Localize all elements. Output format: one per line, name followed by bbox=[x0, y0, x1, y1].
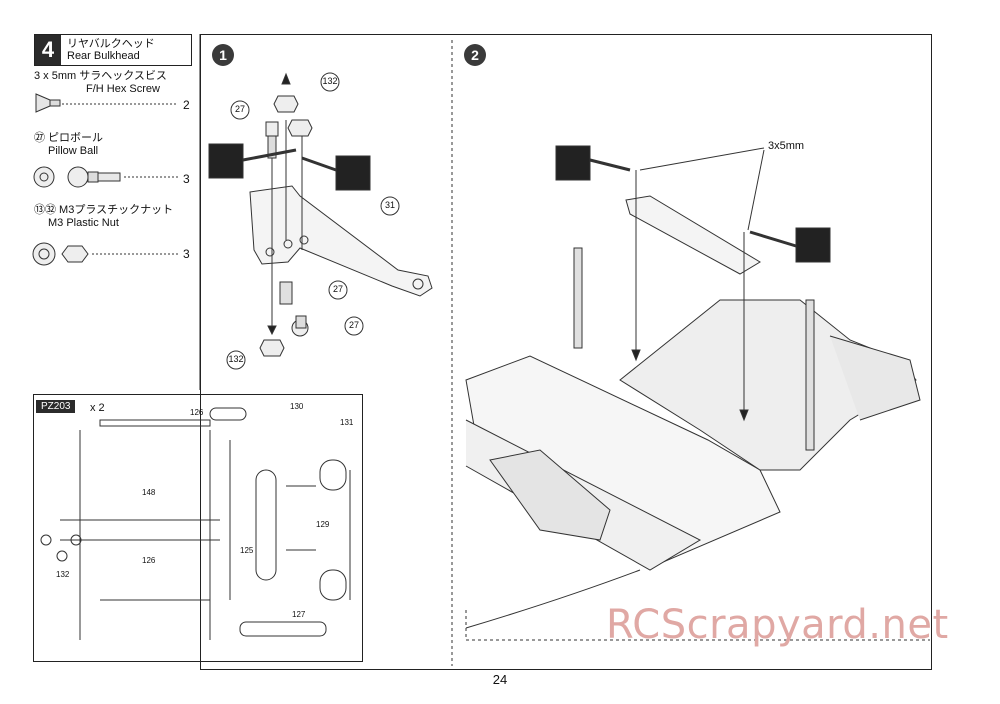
pillow-ball-icon bbox=[33, 166, 178, 188]
step-title-jp: リヤバルクヘッド bbox=[67, 38, 155, 50]
sprue-num-131: 131 bbox=[340, 418, 354, 427]
callout-31: 31 bbox=[384, 200, 395, 210]
callout-27-b: 27 bbox=[332, 284, 343, 294]
sprue-box bbox=[33, 394, 363, 662]
callout-27-c: 27 bbox=[348, 320, 359, 330]
part-pillow-line2: Pillow Ball bbox=[48, 145, 99, 157]
hex-driver-icon-3 bbox=[555, 145, 591, 181]
substep-2-badge: 2 bbox=[464, 44, 486, 66]
rear-bulkhead-arm bbox=[249, 72, 433, 357]
frame-top-line bbox=[200, 34, 932, 35]
step-title: リヤバルクヘッド Rear Bulkhead bbox=[61, 38, 155, 62]
sprue-num-127: 127 bbox=[292, 610, 306, 619]
sprue-num-126b: 126 bbox=[142, 556, 156, 565]
sprue-num-125: 125 bbox=[240, 546, 254, 555]
part-screw-line1: 3 x 5mm サラヘックスビス bbox=[34, 70, 167, 82]
sprue-num-132: 132 bbox=[56, 570, 70, 579]
callout-27-a: 27 bbox=[234, 104, 245, 114]
step-header: 4 リヤバルクヘッド Rear Bulkhead bbox=[34, 34, 192, 66]
watermark: RCScrapyard.net bbox=[606, 602, 949, 648]
part-pillow-label: ㉗ ピロボール Pillow Ball bbox=[34, 132, 103, 158]
hex-driver-icon bbox=[208, 143, 244, 179]
part-screw-label: 3 x 5mm サラヘックスビス F/H Hex Screw bbox=[34, 70, 167, 96]
sprue-parts bbox=[40, 407, 351, 640]
part-pillow-qty: 3 bbox=[183, 172, 190, 186]
callout-132-b: 132 bbox=[228, 354, 244, 364]
sprue-num-148: 148 bbox=[142, 488, 156, 497]
sprue-num-130: 130 bbox=[290, 402, 304, 411]
sprue-count: x 2 bbox=[90, 402, 105, 414]
page-number: 24 bbox=[492, 672, 508, 687]
hex-driver-icon-2 bbox=[335, 155, 371, 191]
part-screw-qty: 2 bbox=[183, 98, 190, 112]
chassis-assembly bbox=[465, 147, 930, 641]
sprue-label: PZ203 bbox=[36, 400, 76, 413]
hex-driver-icon-4 bbox=[795, 227, 831, 263]
part-nut-line1: ⑬㉜ M3プラスチックナット bbox=[34, 204, 174, 216]
step-title-en: Rear Bulkhead bbox=[67, 50, 140, 62]
part-nut-label: ⑬㉜ M3プラスチックナット M3 Plastic Nut bbox=[34, 204, 173, 230]
part-screw-line2: F/H Hex Screw bbox=[86, 83, 160, 95]
flat-hex-screw-icon bbox=[35, 93, 178, 113]
sprue-num-129: 129 bbox=[316, 520, 330, 529]
part-nut-line2: M3 Plastic Nut bbox=[48, 217, 119, 229]
plastic-nut-icon bbox=[32, 242, 178, 266]
substep-1-badge: 1 bbox=[212, 44, 234, 66]
screw-size-label: 3x5mm bbox=[768, 140, 805, 152]
part-pillow-line1: ㉗ ピロボール bbox=[34, 132, 104, 144]
sprue-num-126a: 126 bbox=[190, 408, 204, 417]
callout-132-a: 132 bbox=[322, 76, 338, 86]
part-nut-qty: 3 bbox=[183, 247, 190, 261]
step-number: 4 bbox=[35, 35, 61, 65]
